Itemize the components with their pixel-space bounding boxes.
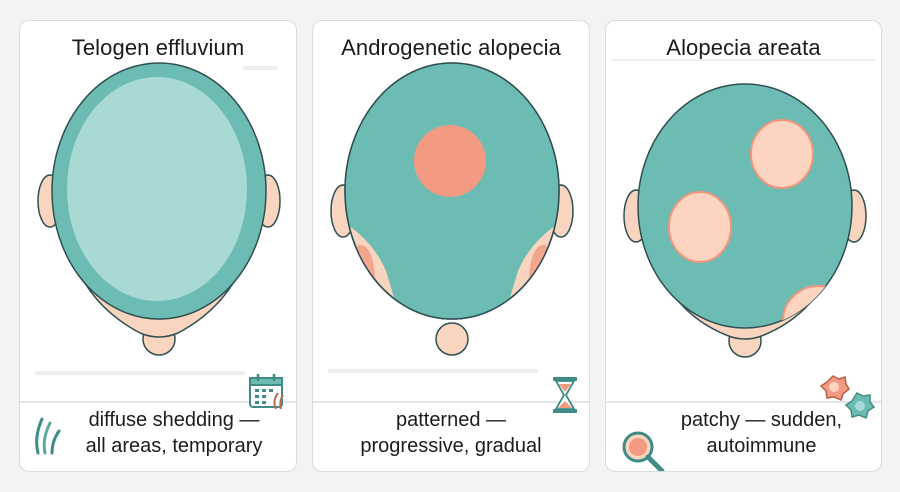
panel-divider [313,401,589,403]
hairloss-patch-2 [668,191,732,263]
hair-strand-icon [35,417,61,455]
left-temple-recession [347,245,375,313]
divider-line [328,369,538,373]
panel-caption: diffuse shedding — all areas, temporary [20,407,296,459]
panel-title: Telogen effluvium [71,35,245,60]
caption-line-2: all areas, temporary [85,435,263,457]
chin [435,322,469,356]
right-temple-recession [529,245,557,313]
caption-line-1: diffuse shedding — [88,409,260,431]
hairloss-patch-edge [782,285,852,328]
crown-bald-spot [414,125,486,197]
panel-title: Alopecia areata [666,35,821,60]
panel-caption: patterned — progressive, gradual [313,407,589,459]
panel-divider [20,401,296,403]
diffuse-thinning-area [67,77,247,301]
caption-line-2: progressive, gradual [360,435,542,457]
androgenetic-alopecia-panel: Androgenetic alopecia patterned — progre… [312,20,590,472]
panel-caption: patchy — sudden, autoimmune [606,407,881,459]
immune-cells-icon [819,375,875,420]
caption-line-1: patterned — [395,409,507,431]
head-diagram-diffuse [37,62,281,356]
telogen-effluvium-panel: Telogen effluvium diffuse [19,20,297,472]
divider-line [35,371,245,375]
panel-title: Androgenetic alopecia [341,35,561,60]
divider-line [611,59,876,61]
panel-divider [606,401,881,403]
caption-line-1: patchy — sudden, [680,409,843,431]
divider-line [243,66,278,70]
head-diagram-patchy [623,83,867,358]
hairloss-patch-1 [750,119,814,189]
caption-line-2: autoimmune [706,435,817,457]
head-diagram-patterned [330,62,574,356]
calendar-icon [249,374,284,409]
alopecia-areata-panel: Alopecia areata patchy — sudden, autoimm… [605,20,882,472]
magnifier-icon [622,431,665,471]
hourglass-icon [553,377,577,413]
